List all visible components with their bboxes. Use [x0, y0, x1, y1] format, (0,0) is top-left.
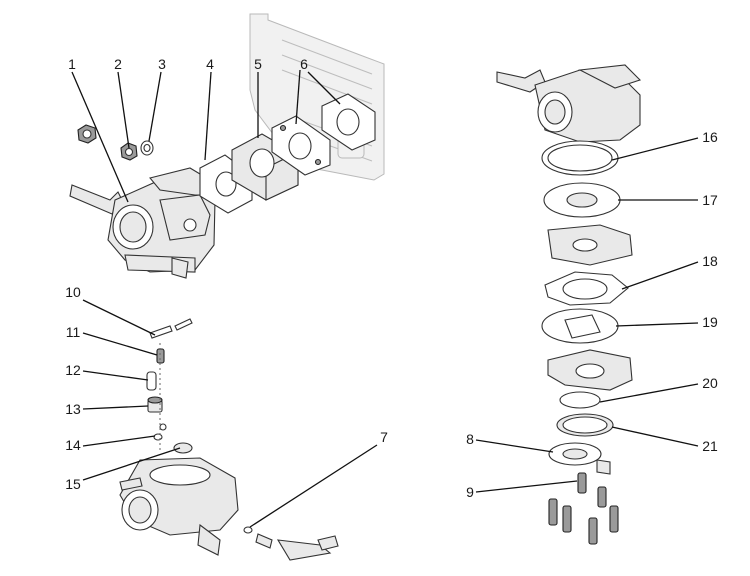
callout-20: 20 [702, 375, 718, 391]
throttle-shaft-10-part [149, 318, 193, 339]
callout-6: 6 [300, 56, 308, 72]
callout-labels: 1 2 3 4 5 6 7 8 9 10 11 12 13 14 15 16 1… [65, 56, 718, 500]
seat-13-part [147, 396, 163, 413]
callout-11: 11 [66, 324, 81, 340]
callout-2: 2 [114, 56, 122, 72]
callout-10: 10 [65, 284, 81, 300]
nut-part [77, 124, 97, 144]
callout-8: 8 [466, 431, 474, 447]
disc-20-part [559, 391, 601, 409]
callout-18: 18 [702, 253, 718, 269]
callout-21: 21 [702, 438, 718, 454]
metering-body-part [547, 349, 633, 391]
gasket-16-part [541, 140, 619, 176]
callout-4: 4 [206, 56, 214, 72]
callout-13: 13 [65, 401, 81, 417]
callout-12: 12 [65, 362, 81, 378]
callout-17: 17 [702, 192, 718, 208]
callout-1: 1 [68, 56, 76, 72]
callout-15: 15 [65, 476, 81, 492]
screen-15-part [173, 442, 193, 454]
idle-screw-7-part [243, 526, 339, 561]
needle-12-part [146, 371, 157, 391]
carburetor-body-bottom-left [119, 457, 239, 556]
callout-19: 19 [702, 314, 718, 330]
carburetor-body-right [496, 64, 642, 143]
screw-14-part [153, 423, 167, 441]
callout-16: 16 [702, 129, 718, 145]
leader-lines [71, 69, 699, 528]
callout-9: 9 [466, 484, 474, 500]
gasket-18-part [544, 271, 629, 306]
carburetor-body-top-left [69, 167, 216, 279]
screws-9-part [548, 472, 619, 545]
cover-8-part [548, 442, 611, 475]
callout-7: 7 [380, 429, 388, 445]
callout-5: 5 [254, 56, 262, 72]
ring-21-part [556, 413, 614, 437]
diaphragm-17-part [543, 182, 621, 218]
callout-14: 14 [65, 437, 81, 453]
spring-11-part [156, 348, 165, 364]
pump-body-part [547, 224, 633, 266]
diaphragm-19-part [541, 308, 619, 344]
callout-3: 3 [158, 56, 166, 72]
washer-part [140, 140, 154, 156]
gasket-6b-part [321, 93, 376, 151]
